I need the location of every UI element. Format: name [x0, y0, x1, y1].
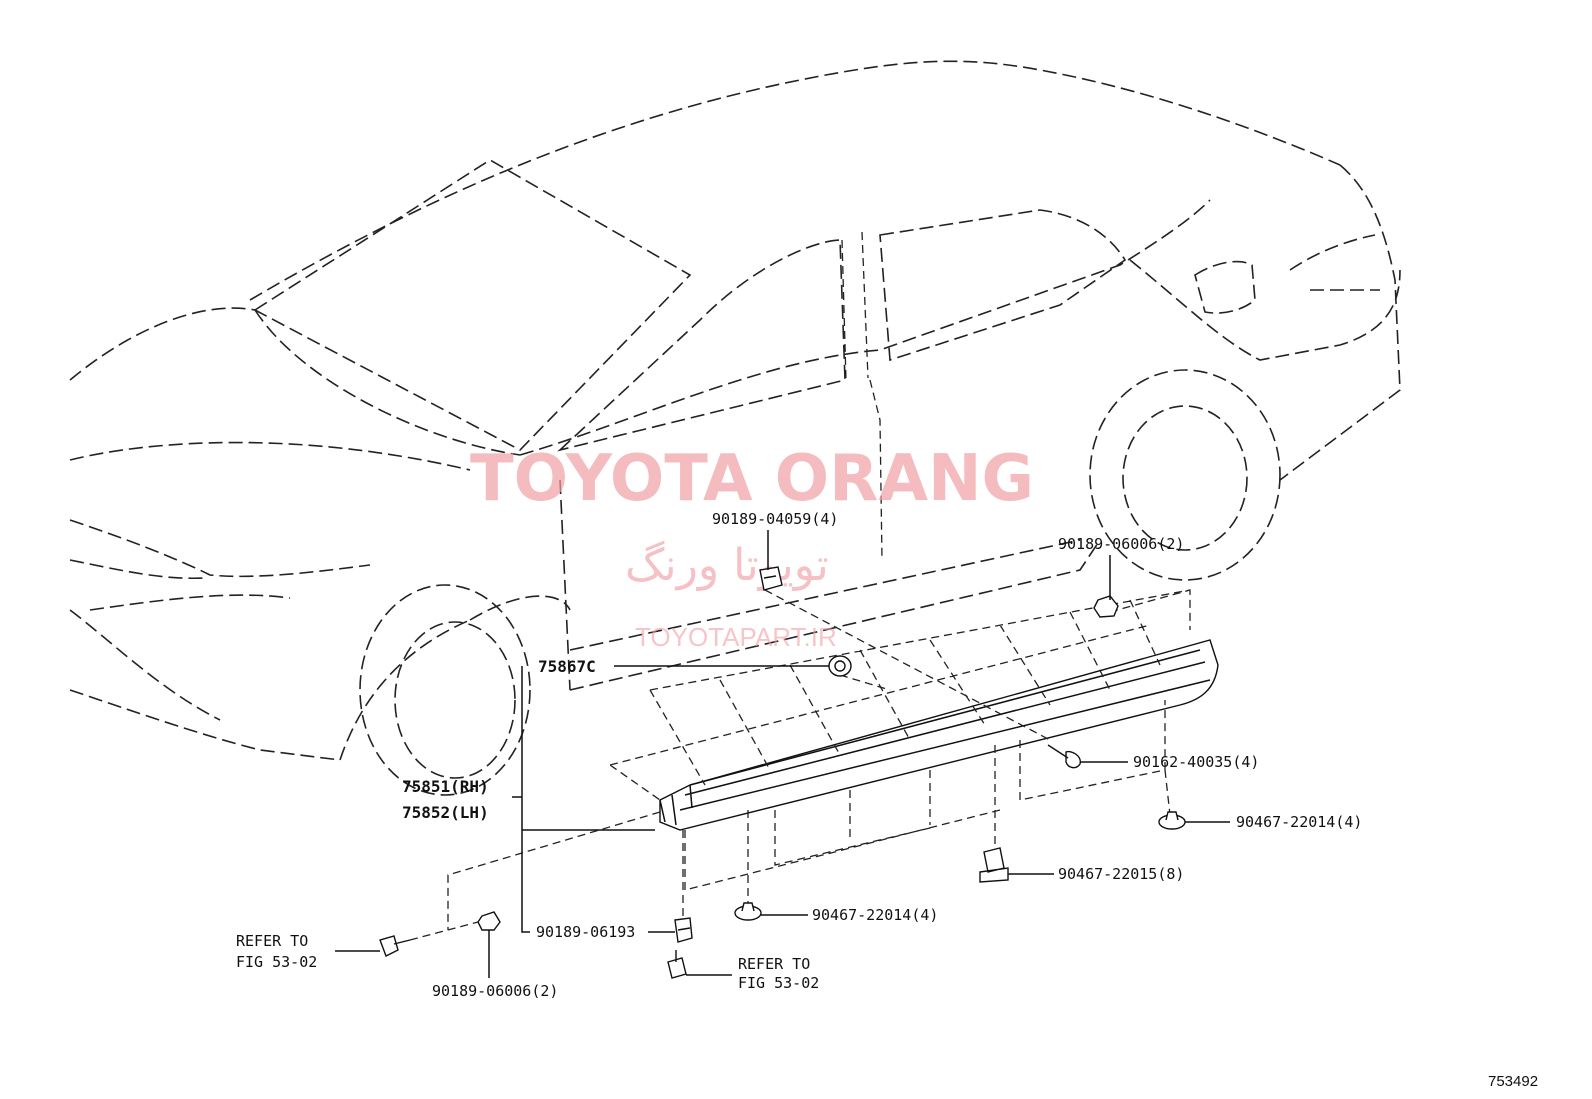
refer-left-line1: REFER TO [236, 932, 308, 950]
callout-90189-04059: 90189-04059(4) [712, 510, 838, 528]
guide-lower [684, 700, 1166, 891]
front-rim [394, 621, 516, 779]
rear-rim [1122, 405, 1248, 551]
windshield [253, 159, 692, 451]
clip-22015-icon [979, 847, 1009, 883]
watermark-main: TOYOTA ORANG [470, 442, 1034, 516]
mounting-guides [447, 589, 1191, 930]
front-tire [359, 584, 531, 796]
front-bumper [69, 519, 371, 761]
bolt-left-icon [379, 935, 411, 957]
screw-40035-icon [1047, 744, 1081, 769]
rear-tire [1089, 369, 1281, 581]
refer-left-line2: FIG 53-02 [236, 953, 317, 971]
clip-04059-icon [759, 566, 783, 591]
clip-22014-right-top [1165, 811, 1179, 821]
watermark-persian: تویوتا ورنگ [625, 540, 829, 591]
headlamp [69, 441, 471, 471]
watermark-url: TOYOTAPART.IR [635, 622, 837, 652]
callout-90162-40035: 90162-40035(4) [1133, 753, 1259, 771]
car-outline [69, 60, 1401, 796]
front-door-window [557, 239, 846, 452]
callout-90189-06193: 90189-06193 [536, 923, 635, 941]
door-bottom [559, 479, 1101, 691]
clip-06006-upper-icon [1093, 595, 1119, 618]
figure-number: 753492 [1488, 1073, 1538, 1090]
callout-75867c: 75867C [538, 657, 596, 676]
fasteners [379, 566, 1186, 979]
callout-90467-22015: 90467-22015(8) [1058, 865, 1184, 883]
fuel-lid [1194, 260, 1256, 314]
watermark: TOYOTA ORANG تویوتا ورنگ TOYOTAPART.IR [470, 442, 1034, 652]
rocker-moulding-top-edge [679, 649, 1211, 811]
rocker-moulding-body [659, 639, 1219, 831]
roof-line [249, 60, 1341, 301]
clip-06006-lower-icon [477, 911, 501, 931]
callout-90189-06006-lower: 90189-06006(2) [432, 982, 558, 1000]
door-mid-line [569, 539, 1081, 651]
bolt-bottom-icon [667, 950, 687, 979]
callout-labels: 90189-04059(4) 90189-06006(2) 75867C 901… [236, 510, 1362, 1000]
rear-door-window [879, 209, 1127, 362]
callout-90189-06006-upper: 90189-06006(2) [1058, 535, 1184, 553]
refer-bottom-line1: REFER TO [738, 955, 810, 973]
clip-22014-middle-top [741, 902, 755, 912]
b-pillar [841, 231, 883, 561]
rear-quarter [1129, 164, 1401, 481]
rocker-moulding [659, 639, 1219, 831]
clip-06193-icon [674, 917, 693, 943]
rocker-moulding-end [659, 784, 693, 826]
front-fender [69, 595, 571, 761]
callout-75852-lh: 75852(LH) [402, 803, 489, 822]
callout-90467-22014-middle: 90467-22014(4) [812, 906, 938, 924]
callout-90467-22014-right: 90467-22014(4) [1236, 813, 1362, 831]
taillamp [1289, 234, 1380, 291]
hood [69, 307, 521, 456]
beltline [519, 199, 1211, 456]
leader-lines [335, 530, 1230, 978]
callout-75851-rh: 75851(RH) [402, 777, 489, 796]
leader-bolt-clip [409, 921, 479, 941]
guide-clip-lines [447, 589, 1191, 930]
grommet-75867c-center [834, 660, 846, 672]
refer-bottom-line2: FIG 53-02 [738, 974, 819, 992]
leader-c5 [512, 666, 655, 933]
